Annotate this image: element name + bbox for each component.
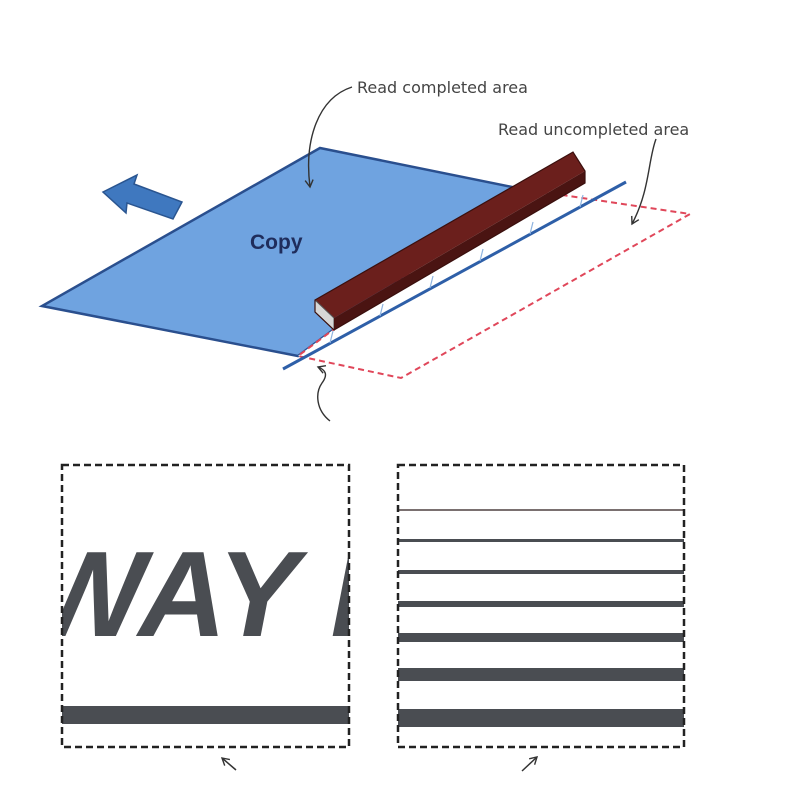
read-completed-label: Read completed area (357, 78, 528, 97)
scanner-bar (314, 151, 586, 332)
read-uncompleted-pointer (631, 138, 657, 226)
panel-line (398, 668, 684, 681)
panel-line (398, 570, 684, 574)
right-panel-pointer (521, 756, 539, 772)
scan-line (282, 180, 627, 371)
read-uncompleted-label: Read uncompleted area (498, 120, 689, 139)
read-completed-pointer (304, 86, 353, 189)
panel-text: WAY M (30, 526, 435, 662)
right-panel-border (396, 463, 686, 749)
document-label: Copy (250, 231, 303, 254)
left-panel-pointer (220, 757, 237, 771)
left-magnified-panel: WAY M (30, 463, 435, 749)
panel-line (398, 509, 684, 511)
panel-line (398, 633, 684, 642)
right-magnified-panel (396, 463, 686, 749)
scan-line-ticks (329, 194, 584, 344)
left-panel-border (60, 463, 351, 749)
panel-line (398, 709, 684, 727)
panel-bar (62, 706, 349, 724)
scan-line-pointer (316, 365, 331, 422)
arrow-left-icon (101, 173, 184, 220)
panel-line (398, 601, 684, 607)
panel-line (398, 539, 684, 542)
